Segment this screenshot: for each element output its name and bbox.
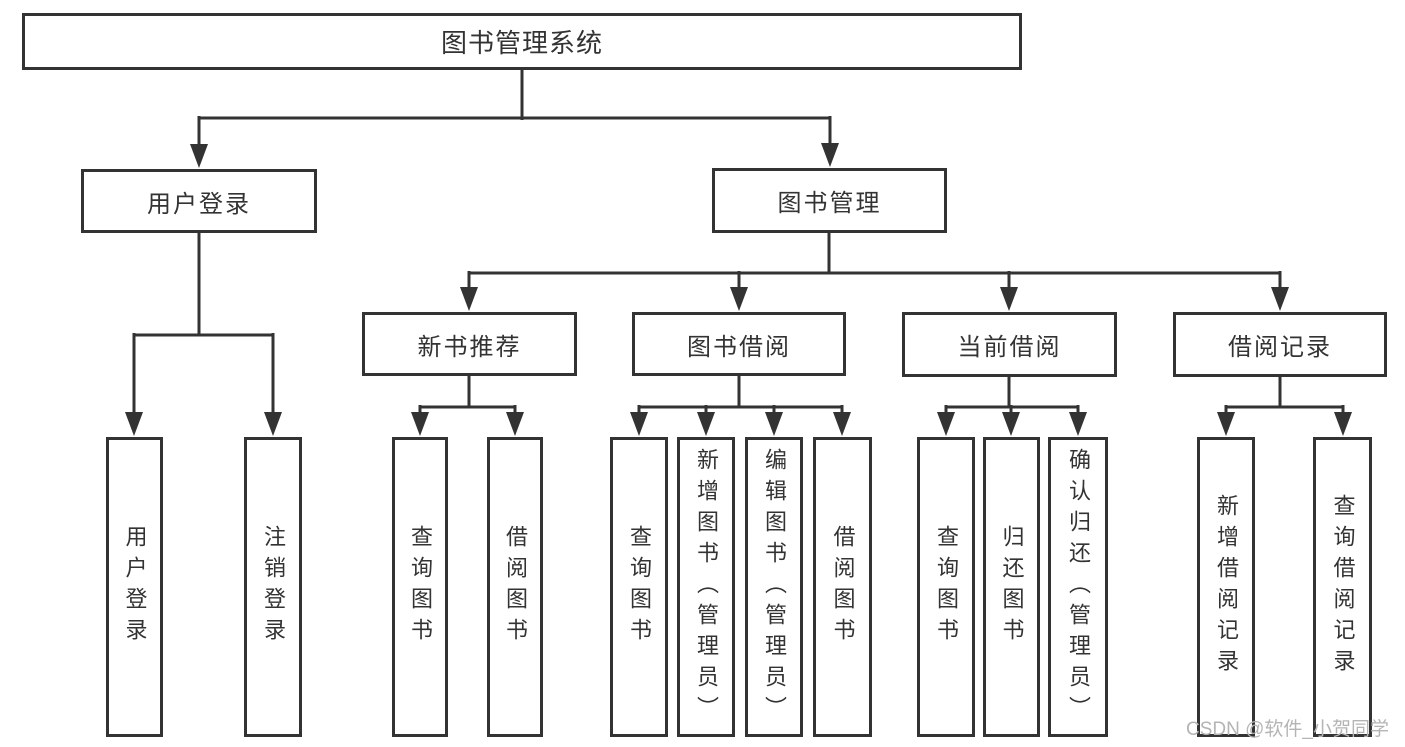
connector-current-borrowing — [944, 376, 1080, 416]
leaf-add-borrow-record: 新增借阅记录 — [1197, 437, 1255, 737]
node-label: 借阅图书 — [830, 525, 856, 649]
node-label: 新增借阅记录 — [1214, 494, 1239, 680]
arrowhead-down — [1000, 287, 1018, 311]
arrowhead-down — [697, 412, 715, 436]
connector-root — [197, 70, 832, 150]
leaf-query-books-2: 查询图书 — [610, 437, 668, 737]
arrowhead-down — [125, 412, 143, 436]
node-label: 查询图书 — [934, 525, 959, 649]
arrowhead-down — [460, 287, 478, 311]
node-label: 查询图书 — [627, 525, 652, 649]
node-label: 用户登录 — [147, 190, 251, 218]
leaf-query-books-3: 查询图书 — [917, 437, 975, 737]
node-label: 借阅图书 — [503, 525, 528, 649]
node-borrow-records: 借阅记录 — [1173, 312, 1387, 377]
node-label: 确认归还（管理员） — [1066, 447, 1091, 727]
leaf-logout: 注销登录 — [244, 437, 302, 737]
node-new-book-recommend: 新书推荐 — [362, 312, 577, 376]
arrowhead-down — [821, 143, 839, 167]
arrowhead-down — [1334, 412, 1352, 436]
node-current-borrowing: 当前借阅 — [902, 312, 1117, 377]
leaf-confirm-return-admin: 确认归还（管理员） — [1048, 437, 1108, 737]
leaf-user-login: 用户登录 — [106, 437, 163, 737]
arrowhead-down — [1271, 287, 1289, 311]
arrowhead-down — [190, 144, 208, 168]
node-book-management: 图书管理 — [712, 168, 947, 233]
connector-book-borrowing — [637, 376, 844, 416]
leaf-query-books-1: 查询图书 — [392, 437, 448, 737]
node-user-login: 用户登录 — [81, 169, 317, 233]
leaf-return-books: 归还图书 — [983, 437, 1040, 737]
leaf-query-borrow-record: 查询借阅记录 — [1313, 437, 1372, 737]
arrowhead-down — [411, 412, 429, 436]
node-label: 归还图书 — [999, 525, 1025, 649]
connector-user-login — [132, 233, 275, 416]
node-book-borrowing: 图书借阅 — [632, 312, 846, 376]
node-label: 借阅记录 — [1228, 334, 1332, 361]
arrowhead-down — [1069, 412, 1087, 436]
node-label: 用户登录 — [122, 525, 148, 649]
arrowhead-down — [1002, 412, 1020, 436]
node-label: 当前借阅 — [957, 334, 1062, 361]
node-library-system: 图书管理系统 — [22, 13, 1022, 70]
arrowhead-down — [264, 412, 282, 436]
node-label: 图书管理系统 — [440, 28, 603, 58]
connector-book-management — [467, 233, 1282, 290]
connector-new-book-recommend — [418, 376, 517, 416]
node-label: 编辑图书（管理员） — [762, 447, 787, 727]
connector-borrow-records — [1224, 376, 1345, 416]
node-label: 注销登录 — [261, 525, 286, 649]
leaf-borrow-books-1: 借阅图书 — [487, 437, 543, 737]
arrowhead-down — [730, 287, 748, 311]
arrowhead-down — [506, 412, 524, 436]
node-label: 图书管理 — [777, 190, 882, 217]
arrowhead-down — [833, 412, 851, 436]
watermark: CSDN @软件_小贺同学 — [1186, 719, 1389, 740]
arrowhead-down — [630, 412, 648, 436]
arrowhead-down — [937, 412, 955, 436]
arrowhead-down — [1217, 412, 1235, 436]
leaf-edit-book-admin: 编辑图书（管理员） — [745, 437, 803, 737]
node-label: 新增图书（管理员） — [694, 447, 719, 727]
arrowhead-down — [765, 412, 783, 436]
leaf-borrow-books-2: 借阅图书 — [813, 437, 872, 737]
node-label: 新书推荐 — [417, 333, 522, 361]
leaf-add-book-admin: 新增图书（管理员） — [677, 437, 735, 737]
node-label: 图书借阅 — [687, 333, 791, 361]
node-label: 查询图书 — [408, 525, 433, 649]
node-label: 查询借阅记录 — [1330, 494, 1356, 680]
